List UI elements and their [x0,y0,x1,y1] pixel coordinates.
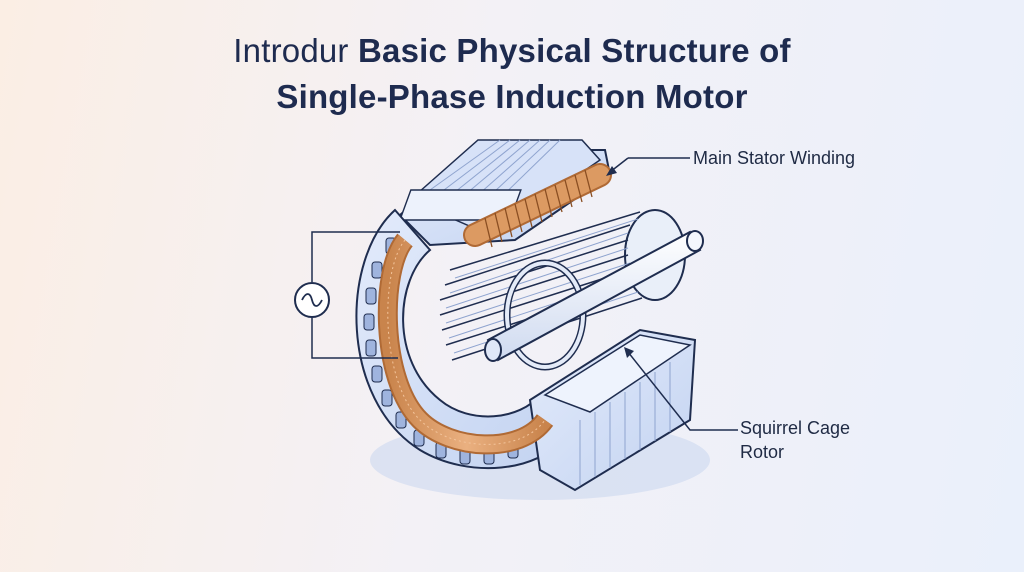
label-squirrel-cage-rotor-line2: Rotor [740,442,785,462]
main-stator-winding [377,163,612,455]
label-main-stator-winding: Main Stator Winding [693,148,856,168]
title-line-2: Single-Phase Induction Motor [276,78,748,115]
callout-leader-stator-winding [606,157,690,176]
title-main: Basic Physical Structure of [357,32,791,69]
ac-supply-circuit [311,231,400,359]
ac-source-icon [294,282,330,318]
title-prefix: Introdur [233,32,349,69]
label-squirrel-cage-rotor-line1: Squirrel Cage [740,418,851,438]
callout-leader-rotor [624,347,738,431]
title-line-1: Introdur Basic Physical Structure of [0,28,1024,74]
diagram-title: Introdur Basic Physical Structure of Sin… [0,28,1024,120]
stator-lower-section [528,328,697,492]
rotor-shaft [484,230,704,362]
